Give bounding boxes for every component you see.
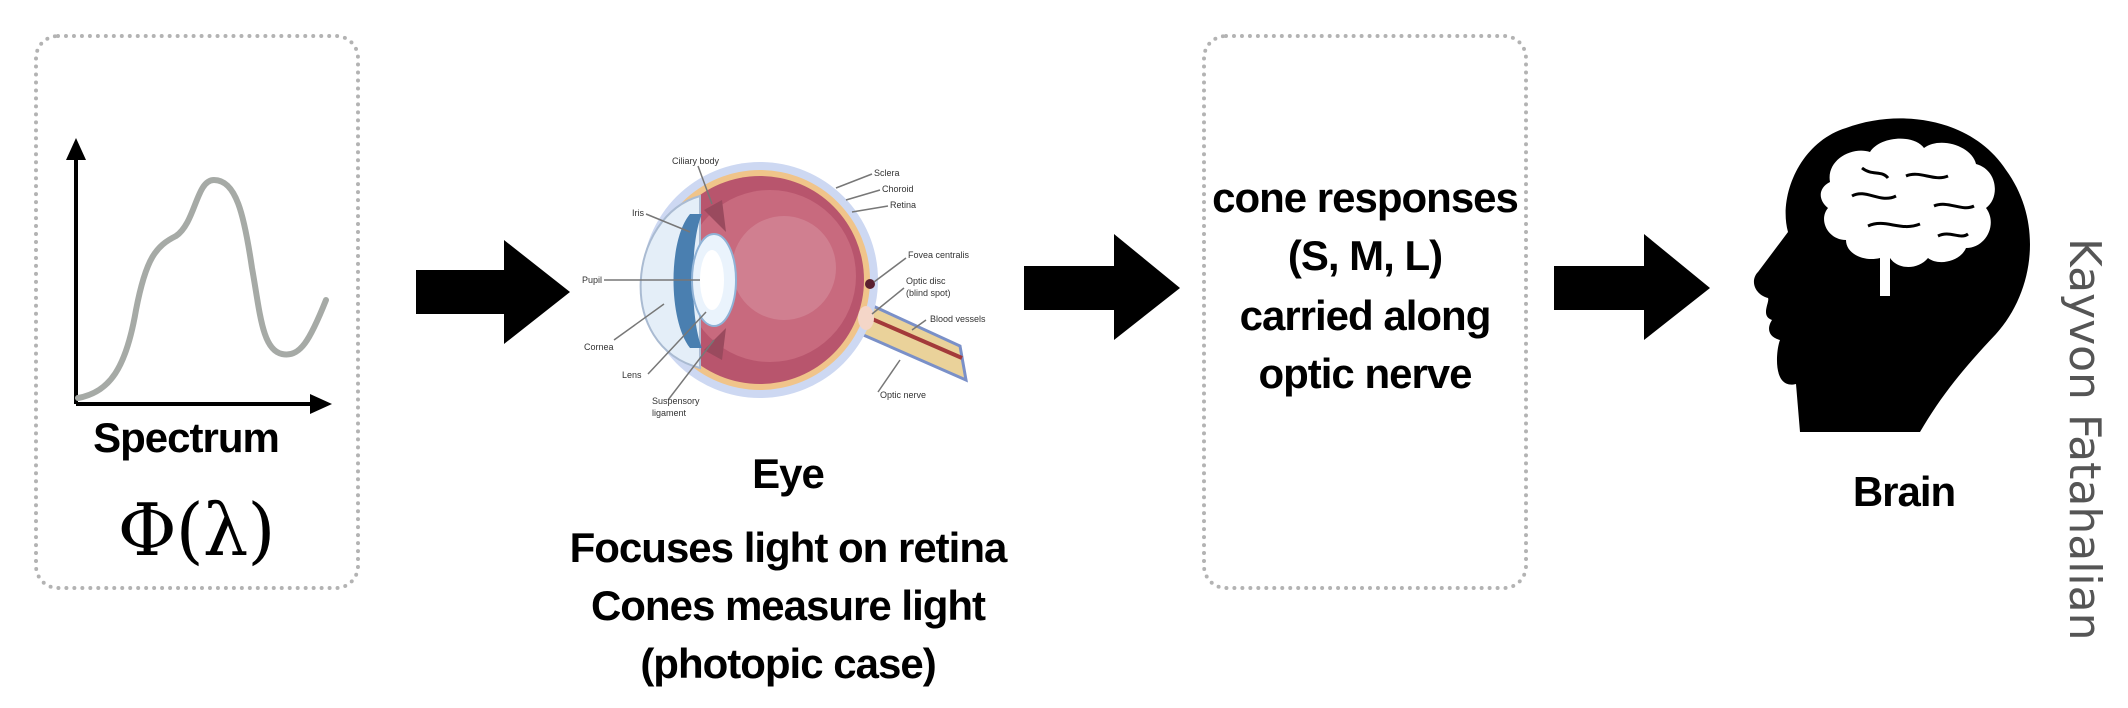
cone-responses-line-3: carried along: [1239, 292, 1492, 339]
label-cornea: Cornea: [584, 342, 614, 352]
eye-description-line-2: Cones measure light: [590, 582, 986, 629]
cone-responses-line-2: (S, M, L): [1287, 232, 1443, 279]
label-choroid: Choroid: [882, 184, 914, 194]
ciliary-body-shape: [704, 200, 726, 360]
spectrum-box: [34, 34, 360, 590]
fovea-spot: [865, 279, 875, 289]
eye-description-line-1: Focuses light on retina: [569, 524, 1008, 571]
label-lens: Lens: [622, 370, 642, 380]
author-credit: Kayvon Fatahalian: [2059, 238, 2110, 641]
spectrum-formula: Φ(λ): [117, 488, 276, 572]
label-pupil: Pupil: [582, 275, 602, 285]
label-ciliary-body: Ciliary body: [672, 156, 720, 166]
brain-label: Brain: [1852, 468, 1956, 515]
cone-responses-line-1: cone responses: [1212, 174, 1519, 221]
eye-title: Eye: [752, 450, 825, 497]
label-iris: Iris: [632, 208, 644, 218]
iris-shape: [673, 214, 702, 348]
spectrum-x-arrowhead: [310, 394, 332, 414]
spectrum-y-arrowhead: [66, 138, 86, 160]
label-optic-disc-1: Optic disc: [906, 276, 946, 286]
label-blood-vessels: Blood vessels: [930, 314, 986, 324]
blind-spot: [858, 306, 874, 330]
label-sclera: Sclera: [874, 168, 900, 178]
label-fovea-centralis: Fovea centralis: [908, 250, 970, 260]
spectrum-label: Spectrum: [93, 414, 280, 461]
brain-shape: [1820, 138, 1995, 296]
label-suspensory-1: Suspensory: [652, 396, 700, 406]
eye-description-line-3: (photopic case): [640, 640, 936, 687]
label-optic-nerve: Optic nerve: [880, 390, 926, 400]
label-optic-disc-2: (blind spot): [906, 288, 951, 298]
label-suspensory-2: ligament: [652, 408, 687, 418]
label-retina: Retina: [890, 200, 916, 210]
cone-responses-line-4: optic nerve: [1258, 350, 1472, 397]
cone-responses-box: [1202, 34, 1528, 590]
spectrum-curve: [75, 176, 329, 401]
